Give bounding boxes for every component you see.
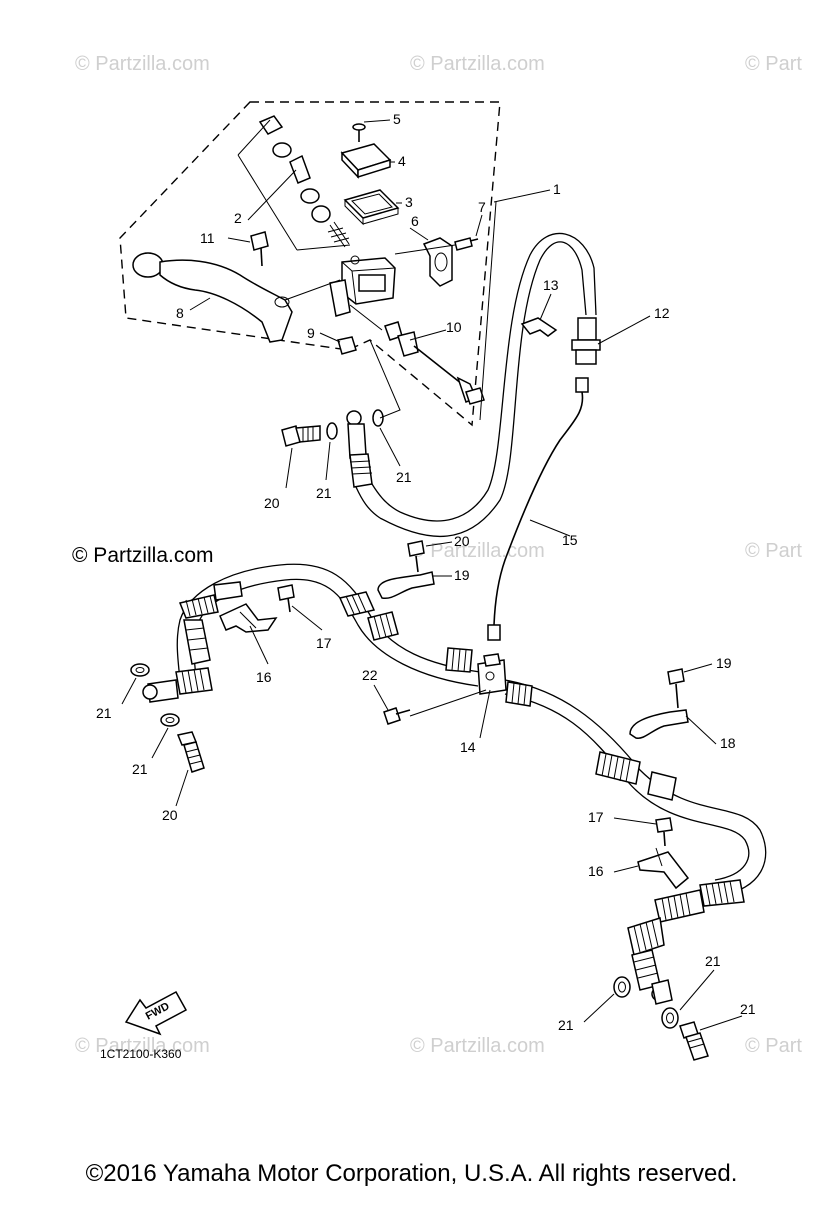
hose-holder-upper <box>377 571 435 600</box>
callout-18: 18 <box>720 735 736 751</box>
assembly-outline <box>119 101 501 427</box>
gasket <box>661 1007 679 1029</box>
bolt-22 <box>383 707 411 725</box>
brake-pipe <box>487 377 589 641</box>
gasket-hole <box>666 1012 674 1024</box>
hose-end-upper <box>346 339 401 519</box>
callout-16: 16 <box>588 863 604 879</box>
callout-6: 6 <box>411 213 419 229</box>
hose-holder-right <box>629 709 689 739</box>
watermark: © Partzilla.com <box>75 53 210 75</box>
watermark: © Part <box>745 53 802 75</box>
gasket-hole <box>618 981 626 993</box>
callout-3: 3 <box>405 194 413 210</box>
watermark: © Partzilla.com <box>410 1035 545 1057</box>
callout-9: 9 <box>307 325 315 341</box>
brake-hose-upper <box>379 241 587 538</box>
callout-12: 12 <box>654 305 670 321</box>
gasket-hole <box>165 717 175 723</box>
callout-17: 17 <box>316 635 332 651</box>
fwd-arrow-icon: FWD <box>124 990 188 1036</box>
hose-end-right <box>631 949 673 1005</box>
union-bolt-left <box>176 731 205 773</box>
callout-10: 10 <box>446 319 462 335</box>
piston-kit <box>237 115 351 251</box>
union-bolt-right <box>679 1021 709 1061</box>
brake-hose-upper <box>399 232 597 522</box>
watermark: © Partzilla.com <box>75 1035 210 1057</box>
watermark-main: © Partzilla.com <box>72 544 214 567</box>
callout-14: 14 <box>460 739 476 755</box>
callout-19: 20 <box>454 533 470 549</box>
gasket <box>326 422 338 440</box>
callout-11: 11 <box>200 230 215 246</box>
bracket <box>422 237 453 287</box>
gasket <box>372 409 384 427</box>
callout-21: 21 <box>558 1017 574 1033</box>
watermark: © Partzilla.com <box>410 540 545 562</box>
lever <box>132 252 341 343</box>
callout-20: 20 <box>264 495 280 511</box>
union-bolt-upper <box>281 425 321 447</box>
watermarks: © Partzilla.com © Partzilla.com © Part ©… <box>72 53 802 1057</box>
callout-21: 21 <box>705 953 721 969</box>
bolt-19-right <box>667 668 685 709</box>
master-cylinder <box>329 255 396 317</box>
callout-21: 21 <box>396 469 412 485</box>
callout-22: 22 <box>362 667 378 683</box>
callouts: 5 4 3 1 7 2 6 11 8 9 10 13 12 15 20 19 2… <box>96 111 756 1033</box>
clamp <box>520 317 558 337</box>
callout-7: 7 <box>478 199 486 215</box>
callout-16: 16 <box>256 669 272 685</box>
watermark: © Partzilla.com <box>410 53 545 75</box>
callout-1: 1 <box>553 181 561 197</box>
gasket <box>160 713 180 727</box>
callout-4: 4 <box>398 153 406 169</box>
diaphragm <box>343 189 400 226</box>
bolt <box>394 237 479 255</box>
watermark: © Part <box>745 1035 802 1057</box>
callout-15: 15 <box>562 532 578 548</box>
bolt-17-right <box>655 817 673 847</box>
callout-21: 21 <box>316 485 332 501</box>
callout-5: 5 <box>393 111 401 127</box>
copyright-notice: ©2016 Yamaha Motor Corporation, U.S.A. A… <box>85 1160 738 1187</box>
callout-21: 21 <box>132 761 148 777</box>
callout-21: 21 <box>96 705 112 721</box>
bolt-17-upper <box>277 584 295 613</box>
gasket <box>130 663 150 677</box>
screw <box>352 123 366 142</box>
bolt-19-upper <box>407 540 425 573</box>
callout-2: 2 <box>234 210 242 226</box>
hose-joint <box>571 317 601 365</box>
gasket <box>613 976 631 998</box>
gasket-hole <box>135 667 145 673</box>
diagram-code: 1CT2100-K360 <box>100 1047 182 1061</box>
callout-19: 19 <box>716 655 732 671</box>
callout-8: 8 <box>176 305 184 321</box>
watermark: © Part <box>745 540 802 562</box>
hose-end-left <box>142 619 213 703</box>
callout-17: 17 <box>588 809 604 825</box>
callout-18: 19 <box>454 567 470 583</box>
pivot-bolt <box>250 231 269 267</box>
reservoir-cap <box>340 143 392 179</box>
three-way-joint <box>477 653 507 695</box>
brake-hose-lower <box>176 563 767 956</box>
nut <box>337 336 357 355</box>
callout-20: 20 <box>162 807 178 823</box>
callout-20: 21 <box>740 1001 756 1017</box>
hose-guide-upper <box>219 603 278 633</box>
hose-guide-right <box>637 847 690 890</box>
callout-13: 13 <box>543 277 559 293</box>
brake-switch <box>349 304 485 405</box>
leader-lines <box>121 119 743 1031</box>
